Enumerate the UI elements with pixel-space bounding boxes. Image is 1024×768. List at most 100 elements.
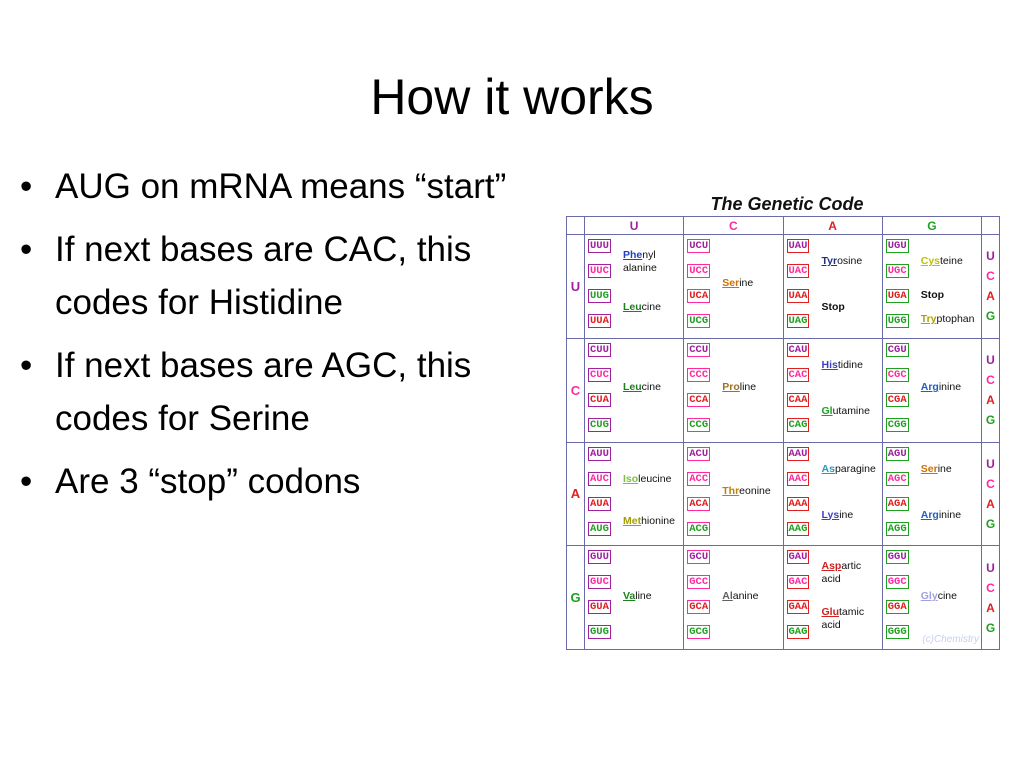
bullet-item: •If next bases are AGC, this codes for S… — [18, 339, 548, 445]
amino-acid-label: Leucine — [623, 381, 661, 394]
amino-acid-label: Methionine — [623, 515, 675, 528]
amino-acid-rest: tamic — [839, 606, 865, 619]
amino-acid-label: Isoleucine — [623, 473, 671, 486]
second-base-header: G — [881, 215, 983, 236]
codon: ACG — [687, 521, 711, 536]
third-base-letter: U — [986, 560, 995, 575]
second-base-header: U — [583, 215, 685, 236]
codon: GUU — [588, 550, 611, 565]
amino-acid-abbrev: His — [821, 358, 838, 371]
codon: AGC — [885, 471, 909, 486]
codon: AUG — [588, 521, 611, 536]
codon: UGC — [885, 264, 909, 279]
codon: UCG — [687, 314, 711, 329]
codon: CUA — [588, 392, 611, 407]
slide-title: How it works — [370, 69, 654, 125]
codon: UUU — [588, 239, 611, 254]
third-base-letter: A — [986, 600, 995, 615]
codon: GAU — [786, 550, 810, 565]
codon: CUG — [588, 417, 611, 432]
codon: AAU — [786, 446, 810, 461]
codon: CCA — [687, 392, 711, 407]
codon: AUA — [588, 496, 611, 511]
codon: UAG — [786, 314, 810, 329]
bullet-item: •If next bases are CAC, this codes for H… — [18, 223, 548, 329]
amino-acid-abbrev: Va — [623, 590, 636, 603]
amino-acid-rest: artic — [841, 560, 862, 573]
codon: GGU — [885, 550, 909, 565]
third-base-letter: G — [985, 620, 996, 635]
amino-acid-label: Serine — [921, 463, 952, 476]
codon: GCA — [687, 600, 711, 615]
amino-acid-abbrev: Leu — [623, 380, 642, 393]
amino-acid-line2: acid — [821, 573, 841, 586]
third-base-letter: G — [985, 309, 996, 324]
third-base-letter: U — [986, 353, 995, 368]
codon: CCG — [687, 417, 711, 432]
amino-acid-label: Threonine — [722, 485, 770, 498]
codon: AGA — [885, 496, 909, 511]
amino-acid-rest: eonine — [739, 484, 771, 497]
amino-acid-rest: utamine — [832, 404, 870, 417]
bullet-text: AUG on mRNA means “start” — [55, 167, 507, 206]
corner-cell — [566, 215, 585, 236]
third-base-letter: U — [986, 456, 995, 471]
first-base-header: U — [566, 234, 585, 339]
amino-acid-rest: ine — [839, 508, 854, 521]
amino-acid-label: Serine — [722, 277, 753, 290]
corner-cell — [981, 215, 1000, 236]
codon: GGG — [885, 625, 909, 640]
codon: UAU — [786, 239, 810, 254]
third-base-letter: C — [986, 580, 995, 595]
third-base-letter: G — [985, 413, 996, 428]
amino-acid-rest: line — [635, 590, 652, 603]
codon: CGA — [885, 392, 909, 407]
codon: AAA — [786, 496, 810, 511]
third-base-letter: C — [986, 269, 995, 284]
genetic-code-title: The Genetic Code — [710, 194, 864, 214]
amino-acid-label: Leucine — [623, 301, 661, 314]
codon: UUA — [588, 314, 611, 329]
amino-acid-rest: ine — [739, 277, 754, 290]
codon: AAG — [786, 521, 810, 536]
amino-acid-label: Arginine — [921, 381, 961, 394]
amino-acid-label: Tyrosine — [822, 255, 863, 268]
first-base-header: C — [566, 337, 585, 443]
amino-acid-label: Proline — [722, 381, 756, 394]
amino-acid-rest: inine — [938, 508, 962, 521]
codon: CUU — [588, 342, 611, 357]
bullet-text: If next bases are CAC, this codes for Hi… — [55, 230, 472, 322]
amino-acid-abbrev: Leu — [623, 301, 642, 314]
third-base-letter: G — [985, 516, 996, 531]
third-base-letter: C — [986, 476, 995, 491]
codon: GUA — [588, 600, 611, 615]
amino-acid-abbrev: Ser — [920, 462, 938, 475]
amino-acid-line2: alanine — [623, 262, 657, 275]
codon: UUG — [588, 289, 611, 304]
amino-acid-label: Cysteine — [921, 255, 963, 268]
bullet-text: Are 3 “stop” codons — [55, 462, 361, 501]
